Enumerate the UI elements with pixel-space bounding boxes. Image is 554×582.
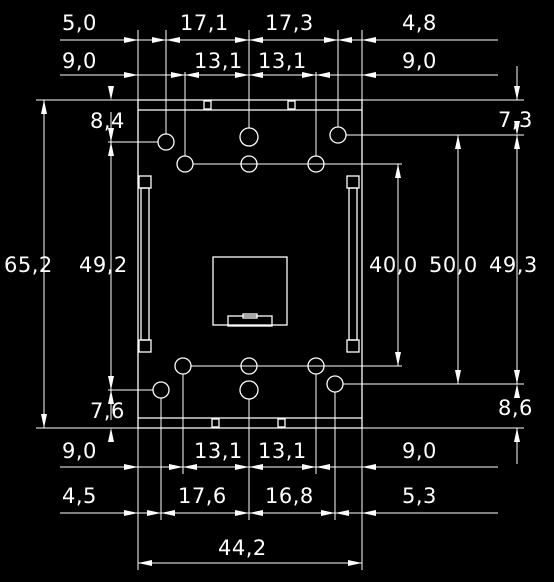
top-hole-row-1 <box>157 126 347 151</box>
left-slot <box>138 175 152 353</box>
dim-bottom-row2-b: 17,6 <box>178 484 227 508</box>
hole <box>176 155 194 173</box>
center-component <box>212 256 288 327</box>
dim-bottom-row1-b: 13,1 <box>194 439 243 463</box>
arrowheads <box>41 37 520 566</box>
dim-bottom-row1-d: 9,0 <box>402 439 437 463</box>
dim-top-row1-a: 5,0 <box>62 11 97 35</box>
dim-top-row1-c: 17,3 <box>265 11 314 35</box>
hole <box>326 375 344 393</box>
hole <box>152 381 170 399</box>
dim-top-row2-c: 13,1 <box>258 49 307 73</box>
dim-bottom-row2-a: 4,5 <box>62 484 97 508</box>
dim-top-row1-d: 4,8 <box>402 11 437 35</box>
dim-left-inner-height: 49,2 <box>79 253 128 277</box>
dim-top-right-offset: 7,3 <box>498 108 533 132</box>
dim-left-outer-height: 65,2 <box>4 253 53 277</box>
dim-bottom-row2-d: 5,3 <box>402 484 437 508</box>
dim-right-outer: 49,3 <box>489 253 538 277</box>
dim-bottom-row2-c: 16,8 <box>265 484 314 508</box>
dim-bottom-row1-c: 13,1 <box>258 439 307 463</box>
dim-top-left-offset: 8,4 <box>90 109 125 133</box>
dim-bottom-row1-a: 9,0 <box>62 439 97 463</box>
dim-right-inner: 40,0 <box>369 253 418 277</box>
hole <box>157 133 175 151</box>
dim-top-row1-b: 17,1 <box>180 11 229 35</box>
dim-top-row2-b: 13,1 <box>194 49 243 73</box>
dim-top-row2-a: 9,0 <box>62 49 97 73</box>
dim-right-mid: 50,0 <box>429 253 478 277</box>
hole <box>239 127 259 147</box>
hole <box>239 380 259 400</box>
dimension-labels: 5,0 17,1 17,3 4,8 9,0 13,1 13,1 9,0 8,4 … <box>4 11 538 560</box>
dim-overall-width: 44,2 <box>218 536 267 560</box>
part-outline <box>137 99 363 429</box>
hole <box>174 357 192 375</box>
dim-top-row2-d: 9,0 <box>402 49 437 73</box>
bottom-hole-row-2 <box>152 375 344 400</box>
right-slot <box>346 175 360 353</box>
extension-lines <box>36 30 524 570</box>
hole <box>329 126 347 144</box>
dim-bottom-right-offset: 8,6 <box>498 396 533 420</box>
dim-bottom-left-offset: 7,6 <box>90 399 125 423</box>
